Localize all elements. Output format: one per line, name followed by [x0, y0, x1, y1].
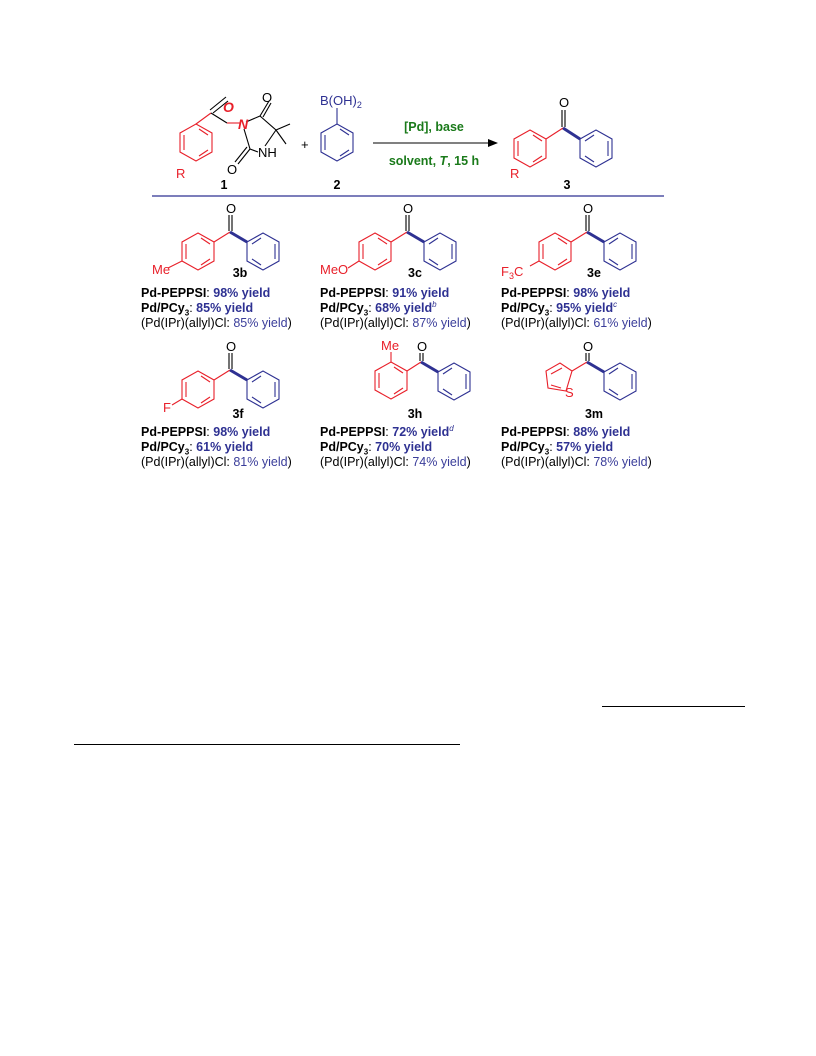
plus-sign: +: [301, 137, 309, 152]
svg-text:B(OH)2: B(OH)2: [320, 93, 362, 110]
footnote-rule: [74, 744, 460, 745]
conditions-top: [Pd], base: [404, 120, 464, 134]
structure-3b: O Me 3b: [152, 201, 280, 280]
substituent-3c: MeO: [320, 262, 348, 277]
entry-3h-pcy3: Pd/PCy3: 70% yield: [320, 440, 433, 457]
reactant-2-structure: B(OH)2 2: [320, 93, 362, 192]
entry-3b-pcy3: Pd/PCy3: 85% yield: [141, 301, 254, 318]
entry-3h-allyl: (Pd(IPr)(allyl)Cl: 74% yield): [320, 455, 471, 469]
label-3c: 3c: [408, 266, 422, 280]
substituent-3e: F3C: [501, 264, 523, 281]
svg-text:O: O: [226, 339, 236, 354]
svg-text:O: O: [403, 201, 413, 216]
product-r-label: R: [510, 166, 519, 181]
thiophene-sulfur-label: S: [565, 385, 574, 400]
entry-3c-pcy3: Pd/PCy3: 68% yieldb: [320, 299, 437, 318]
entry-3m-allyl: (Pd(IPr)(allyl)Cl: 78% yield): [501, 455, 652, 469]
conditions-bottom: solvent, T, 15 h: [389, 154, 479, 168]
entry-3c-allyl: (Pd(IPr)(allyl)Cl: 87% yield): [320, 316, 471, 330]
structure-3h: O Me 3h: [374, 338, 471, 421]
nh-label: NH: [258, 145, 277, 160]
svg-text:O: O: [583, 201, 593, 216]
entry-3m-peppsi: Pd-PEPPSI: 88% yield: [501, 425, 631, 439]
hydantoin-oxygen-label: O: [262, 90, 272, 105]
reactant-2-label: 2: [334, 178, 341, 192]
entry-3b-allyl: (Pd(IPr)(allyl)Cl: 85% yield): [141, 316, 292, 330]
svg-text:O: O: [583, 339, 593, 354]
structure-3c: O MeO 3c: [320, 201, 457, 280]
label-3f: 3f: [232, 407, 244, 421]
svg-text:O: O: [417, 339, 427, 354]
substituent-3h: Me: [381, 338, 399, 353]
entry-3f-pcy3: Pd/PCy3: 61% yield: [141, 440, 254, 457]
page-rule-right: [602, 706, 745, 707]
boronic-acid-label: B(OH): [320, 93, 357, 108]
entry-3c-peppsi: Pd-PEPPSI: 91% yield: [320, 286, 450, 300]
entry-3m-pcy3: Pd/PCy3: 57% yield: [501, 440, 614, 457]
entry-3h-peppsi: Pd-PEPPSI: 72% yieldd: [320, 423, 454, 439]
reactant-1-label: 1: [221, 178, 228, 192]
entry-3b-peppsi: Pd-PEPPSI: 98% yield: [141, 286, 271, 300]
product-oxygen-label: O: [559, 95, 569, 110]
structure-3m: O S 3m: [545, 339, 637, 421]
boronic-acid-subscript: 2: [357, 100, 362, 110]
product-structure: O R 3: [510, 95, 613, 192]
entry-3f-peppsi: Pd-PEPPSI: 98% yield: [141, 425, 271, 439]
entry-3f-allyl: (Pd(IPr)(allyl)Cl: 81% yield): [141, 455, 292, 469]
structure-3f: O F 3f: [163, 339, 280, 421]
label-3m: 3m: [585, 407, 603, 421]
entry-3e-peppsi: Pd-PEPPSI: 98% yield: [501, 286, 631, 300]
reactant-1-structure: O N O NH O R 1: [176, 90, 291, 192]
entry-3e-pcy3: Pd/PCy3: 95% yieldc: [501, 299, 618, 318]
nitrogen-label: N: [238, 116, 249, 132]
label-3h: 3h: [408, 407, 423, 421]
acyl-oxygen-label: O: [223, 99, 234, 115]
r-substituent-label: R: [176, 166, 185, 181]
structure-3e: O F3C 3e: [501, 201, 637, 281]
label-3b: 3b: [233, 266, 248, 280]
substituent-3b: Me: [152, 262, 170, 277]
svg-text:O: O: [226, 201, 236, 216]
label-3e: 3e: [587, 266, 601, 280]
urea-oxygen-label: O: [227, 162, 237, 177]
substituent-3f: F: [163, 400, 171, 415]
entry-3e-allyl: (Pd(IPr)(allyl)Cl: 61% yield): [501, 316, 652, 330]
product-label: 3: [564, 178, 571, 192]
